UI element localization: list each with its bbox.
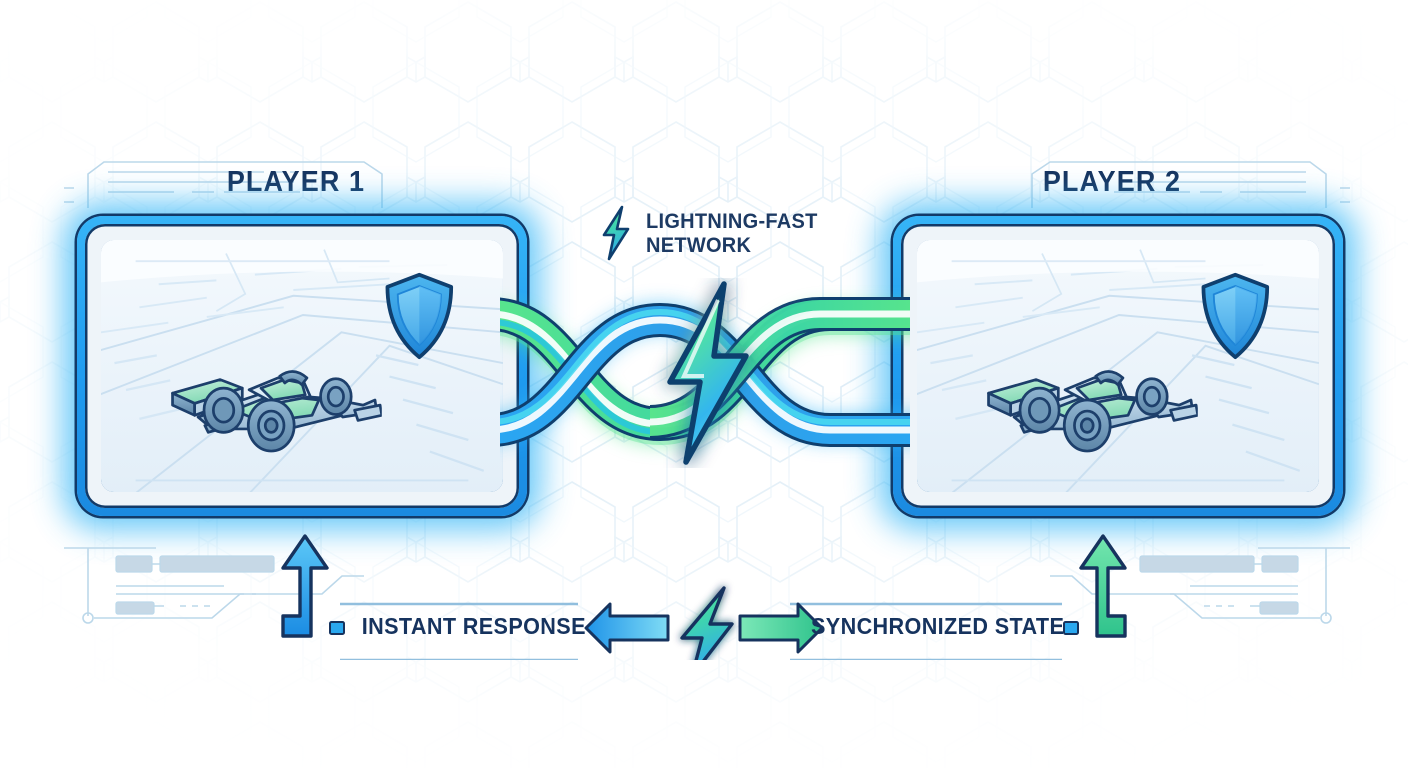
screen-display xyxy=(101,240,503,492)
player-1-screen[interactable] xyxy=(63,202,541,530)
player-2-title: PLAYER 2 xyxy=(1042,166,1182,198)
network-lightning-bolt-icon xyxy=(667,281,749,465)
bar-end-caps xyxy=(329,621,1079,635)
hud-decoration-bottom-right xyxy=(1050,547,1350,624)
player-2-screen[interactable] xyxy=(879,202,1357,530)
network-label-line1: LIGHTNING-FAST xyxy=(646,208,818,233)
instant-response-label: INSTANT RESPONSE xyxy=(361,612,586,639)
hud-decoration-bottom-left xyxy=(64,547,364,624)
synchronized-state-label: SYNCHRONIZED STATE xyxy=(811,612,1065,639)
connection-labels: INSTANT RESPONSE SYNCHRONIZED STATE xyxy=(0,596,1408,656)
shield-icon xyxy=(1201,272,1270,360)
shield-icon xyxy=(385,272,454,360)
synchronized-state-riser-arrow xyxy=(1079,534,1127,638)
screen-display xyxy=(917,240,1319,492)
instant-response-riser-arrow xyxy=(281,534,329,638)
network-label-line2: NETWORK xyxy=(646,233,752,257)
screen-bezel xyxy=(901,224,1335,508)
synchronized-state-arrow-right xyxy=(738,602,824,654)
screen-frame xyxy=(893,216,1343,516)
player-1-title: PLAYER 1 xyxy=(226,166,366,198)
screen-bezel xyxy=(85,224,519,508)
network-label-text: LIGHTNING-FAST NETWORK xyxy=(646,209,818,257)
screen-frame xyxy=(77,216,527,516)
center-lightning-bolt-icon xyxy=(680,586,734,660)
lightning-bolt-icon xyxy=(602,205,630,261)
network-label: LIGHTNING-FAST NETWORK xyxy=(598,205,831,261)
label-rules xyxy=(340,602,1062,660)
instant-response-arrow-left xyxy=(584,602,670,654)
connection-bar xyxy=(281,534,1127,660)
